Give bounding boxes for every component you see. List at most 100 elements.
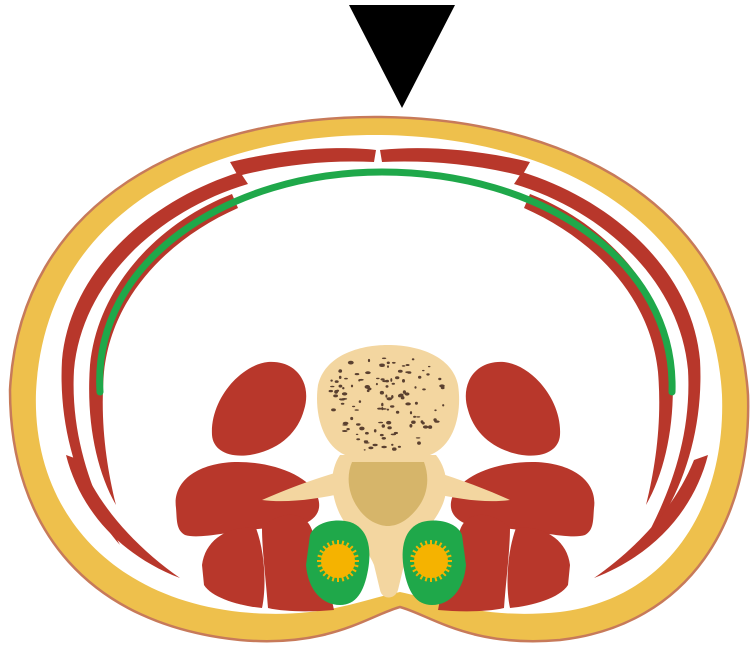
trabecular-dot [335,380,339,383]
trabecular-dot [365,371,371,374]
trabecular-dot [403,390,406,394]
trabecular-dot [381,446,387,448]
trabecular-dot [412,358,415,360]
trabecular-dot [402,379,405,383]
trabecular-dot [342,387,344,389]
trabecular-dot [387,365,389,368]
trabecular-dot [330,380,332,382]
trabecular-dot [422,388,426,390]
trabecular-dot [368,359,370,362]
trabecular-dot [406,364,410,366]
trabecular-dot [344,378,348,380]
trabecular-dot [382,358,386,360]
trabecular-dot [343,422,349,425]
trabecular-dot [364,442,370,443]
trabecular-dot [415,402,418,405]
trabecular-dot [359,427,364,431]
trabecular-dot [392,362,396,364]
trabecular-dot [356,438,360,440]
trabecular-dot [368,447,373,450]
trabecular-dot [329,390,333,392]
trabecular-dot [333,394,338,397]
trabecular-dot [398,370,403,373]
trabecular-dot [334,390,338,394]
trabecular-dot [377,408,382,410]
trabecular-dot [416,416,420,417]
trabecular-dot [387,426,391,429]
trabecular-dot [380,434,384,436]
trabecular-dot [422,370,425,371]
trabecular-dot [409,424,412,428]
trabecular-dot [387,397,393,400]
trabecular-dot [386,421,391,425]
trabecular-dot [338,370,341,372]
trabecular-dot [339,385,343,388]
trabecular-dot [423,425,428,428]
trabecular-dot [439,384,445,387]
trabecular-dot [385,395,387,398]
trabecular-dot [365,432,369,435]
trabecular-dot [378,422,383,424]
trabecular-dot [339,376,342,379]
kidney-left [306,521,369,605]
trabecular-dot [351,385,353,388]
trabecular-dot [405,402,411,405]
trabecular-dot [373,444,378,446]
trabecular-dot [442,404,444,406]
trabecular-dot [387,362,390,365]
trabecular-dot [417,441,421,444]
trabecular-dot [381,403,383,407]
trabecular-dot [426,373,429,375]
trabecular-dot [342,392,347,395]
trabecular-dot [330,386,334,388]
trabecular-dot [396,411,399,414]
kidney-right [403,521,466,605]
trabecular-dot [386,385,389,388]
trabecular-dot [356,423,361,425]
trabecular-dot [382,424,385,428]
trabecular-dot [401,396,405,399]
trabecular-dot [341,403,345,405]
trabecular-dot [359,400,361,403]
trabecular-dot [391,444,393,446]
trabecular-dot [352,406,355,407]
trabecular-dot [358,379,360,381]
trabecular-dot [421,420,424,423]
trabecular-dot [380,391,384,395]
trabecular-dot [428,366,431,367]
trabecular-dot [390,378,392,382]
trabecular-dot [356,434,359,435]
trabecular-dot [382,437,386,440]
trabecular-dot [390,405,394,407]
trabecular-dot [374,429,377,432]
trabecular-dot [434,420,439,422]
trabecular-dot [342,430,348,432]
trabecular-dot [411,421,416,424]
trabecular-dot [387,409,389,411]
trabecular-dot [416,437,421,438]
trabecular-dot [392,447,397,450]
trabecular-dot [392,383,395,385]
trabecular-dot [414,386,416,389]
trabecular-dot [405,371,410,373]
trabecular-dot [376,383,378,385]
trabecular-dot [410,411,412,414]
trabecular-dot [413,416,416,418]
trabecular-dot [395,376,399,379]
trabecular-dot [355,373,360,375]
trabecular-dot [381,407,383,410]
trabecular-dot [382,380,387,382]
trabecular-dot [428,425,432,429]
trabecular-dot [364,449,366,450]
trabecular-dot [365,385,370,389]
trabecular-dot [434,409,436,411]
trabecular-dot [348,361,354,365]
trabecular-dot [438,378,441,380]
trabecular-dot [379,365,385,367]
trabecular-dot [339,398,343,400]
trabecular-dot [418,376,421,379]
trabecular-dot [398,446,401,448]
trabecular-dot [346,428,349,430]
trabecular-dot [376,378,380,379]
